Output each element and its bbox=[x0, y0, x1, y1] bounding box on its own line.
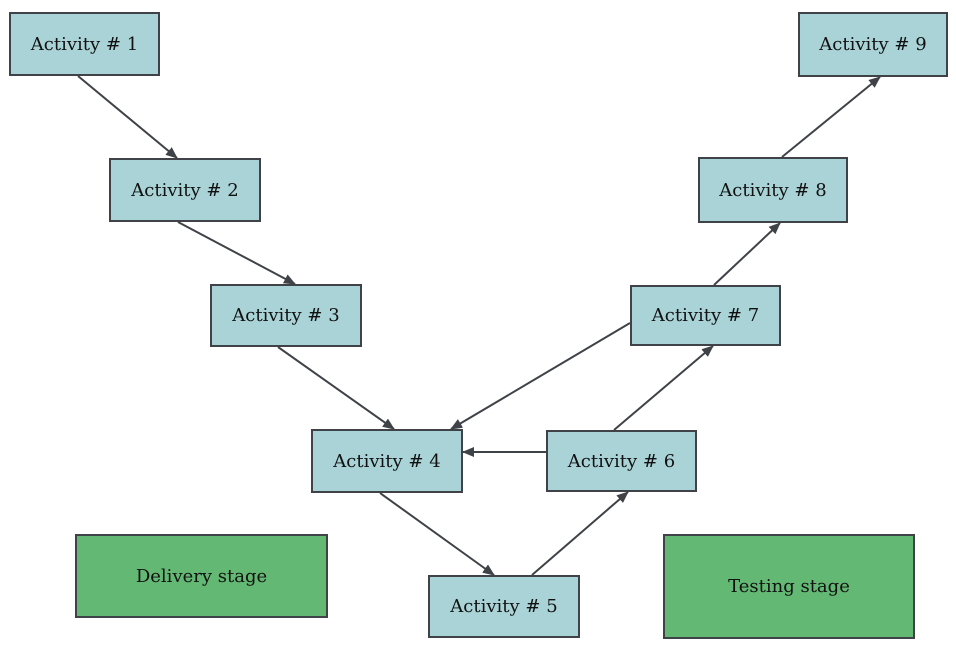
activity-node-4: Activity # 4 bbox=[311, 429, 463, 493]
edge-a7-a4 bbox=[450, 322, 631, 430]
activity-label: Activity # 3 bbox=[232, 305, 340, 326]
edge-a6-a7 bbox=[613, 345, 714, 431]
edge-a8-a9 bbox=[781, 76, 881, 158]
edge-a5-a6 bbox=[531, 491, 629, 576]
delivery-stage-box: Delivery stage bbox=[75, 534, 328, 618]
activity-label: Activity # 4 bbox=[333, 450, 441, 472]
edge-a7-a8 bbox=[713, 222, 781, 286]
activity-node-6: Activity # 6 bbox=[546, 430, 697, 492]
activity-node-8: Activity # 8 bbox=[698, 157, 848, 223]
activity-label: Activity # 8 bbox=[719, 179, 827, 201]
delivery-stage-label: Delivery stage bbox=[135, 565, 268, 587]
activity-node-9: Activity # 9 bbox=[798, 12, 948, 77]
activity-label: Activity # 9 bbox=[819, 34, 927, 55]
activity-node-5: Activity # 5 bbox=[428, 575, 580, 638]
testing-stage-label: Testing stage bbox=[728, 576, 850, 597]
activity-label: Activity # 1 bbox=[30, 33, 139, 55]
activity-node-7: Activity # 7 bbox=[630, 285, 781, 346]
activity-node-3: Activity # 3 bbox=[210, 284, 362, 347]
edge-a1-a2 bbox=[77, 75, 178, 159]
activity-label: Activity # 5 bbox=[450, 596, 558, 617]
activity-node-1: Activity # 1 bbox=[9, 12, 160, 76]
edge-a3-a4 bbox=[277, 346, 395, 430]
testing-stage-box: Testing stage bbox=[663, 534, 915, 639]
edge-a4-a5 bbox=[379, 492, 495, 576]
edge-a2-a3 bbox=[177, 221, 296, 285]
activity-label: Activity # 7 bbox=[651, 305, 760, 326]
activity-label: Activity # 2 bbox=[131, 179, 239, 201]
activity-label: Activity # 6 bbox=[567, 450, 676, 472]
activity-node-2: Activity # 2 bbox=[109, 158, 261, 222]
